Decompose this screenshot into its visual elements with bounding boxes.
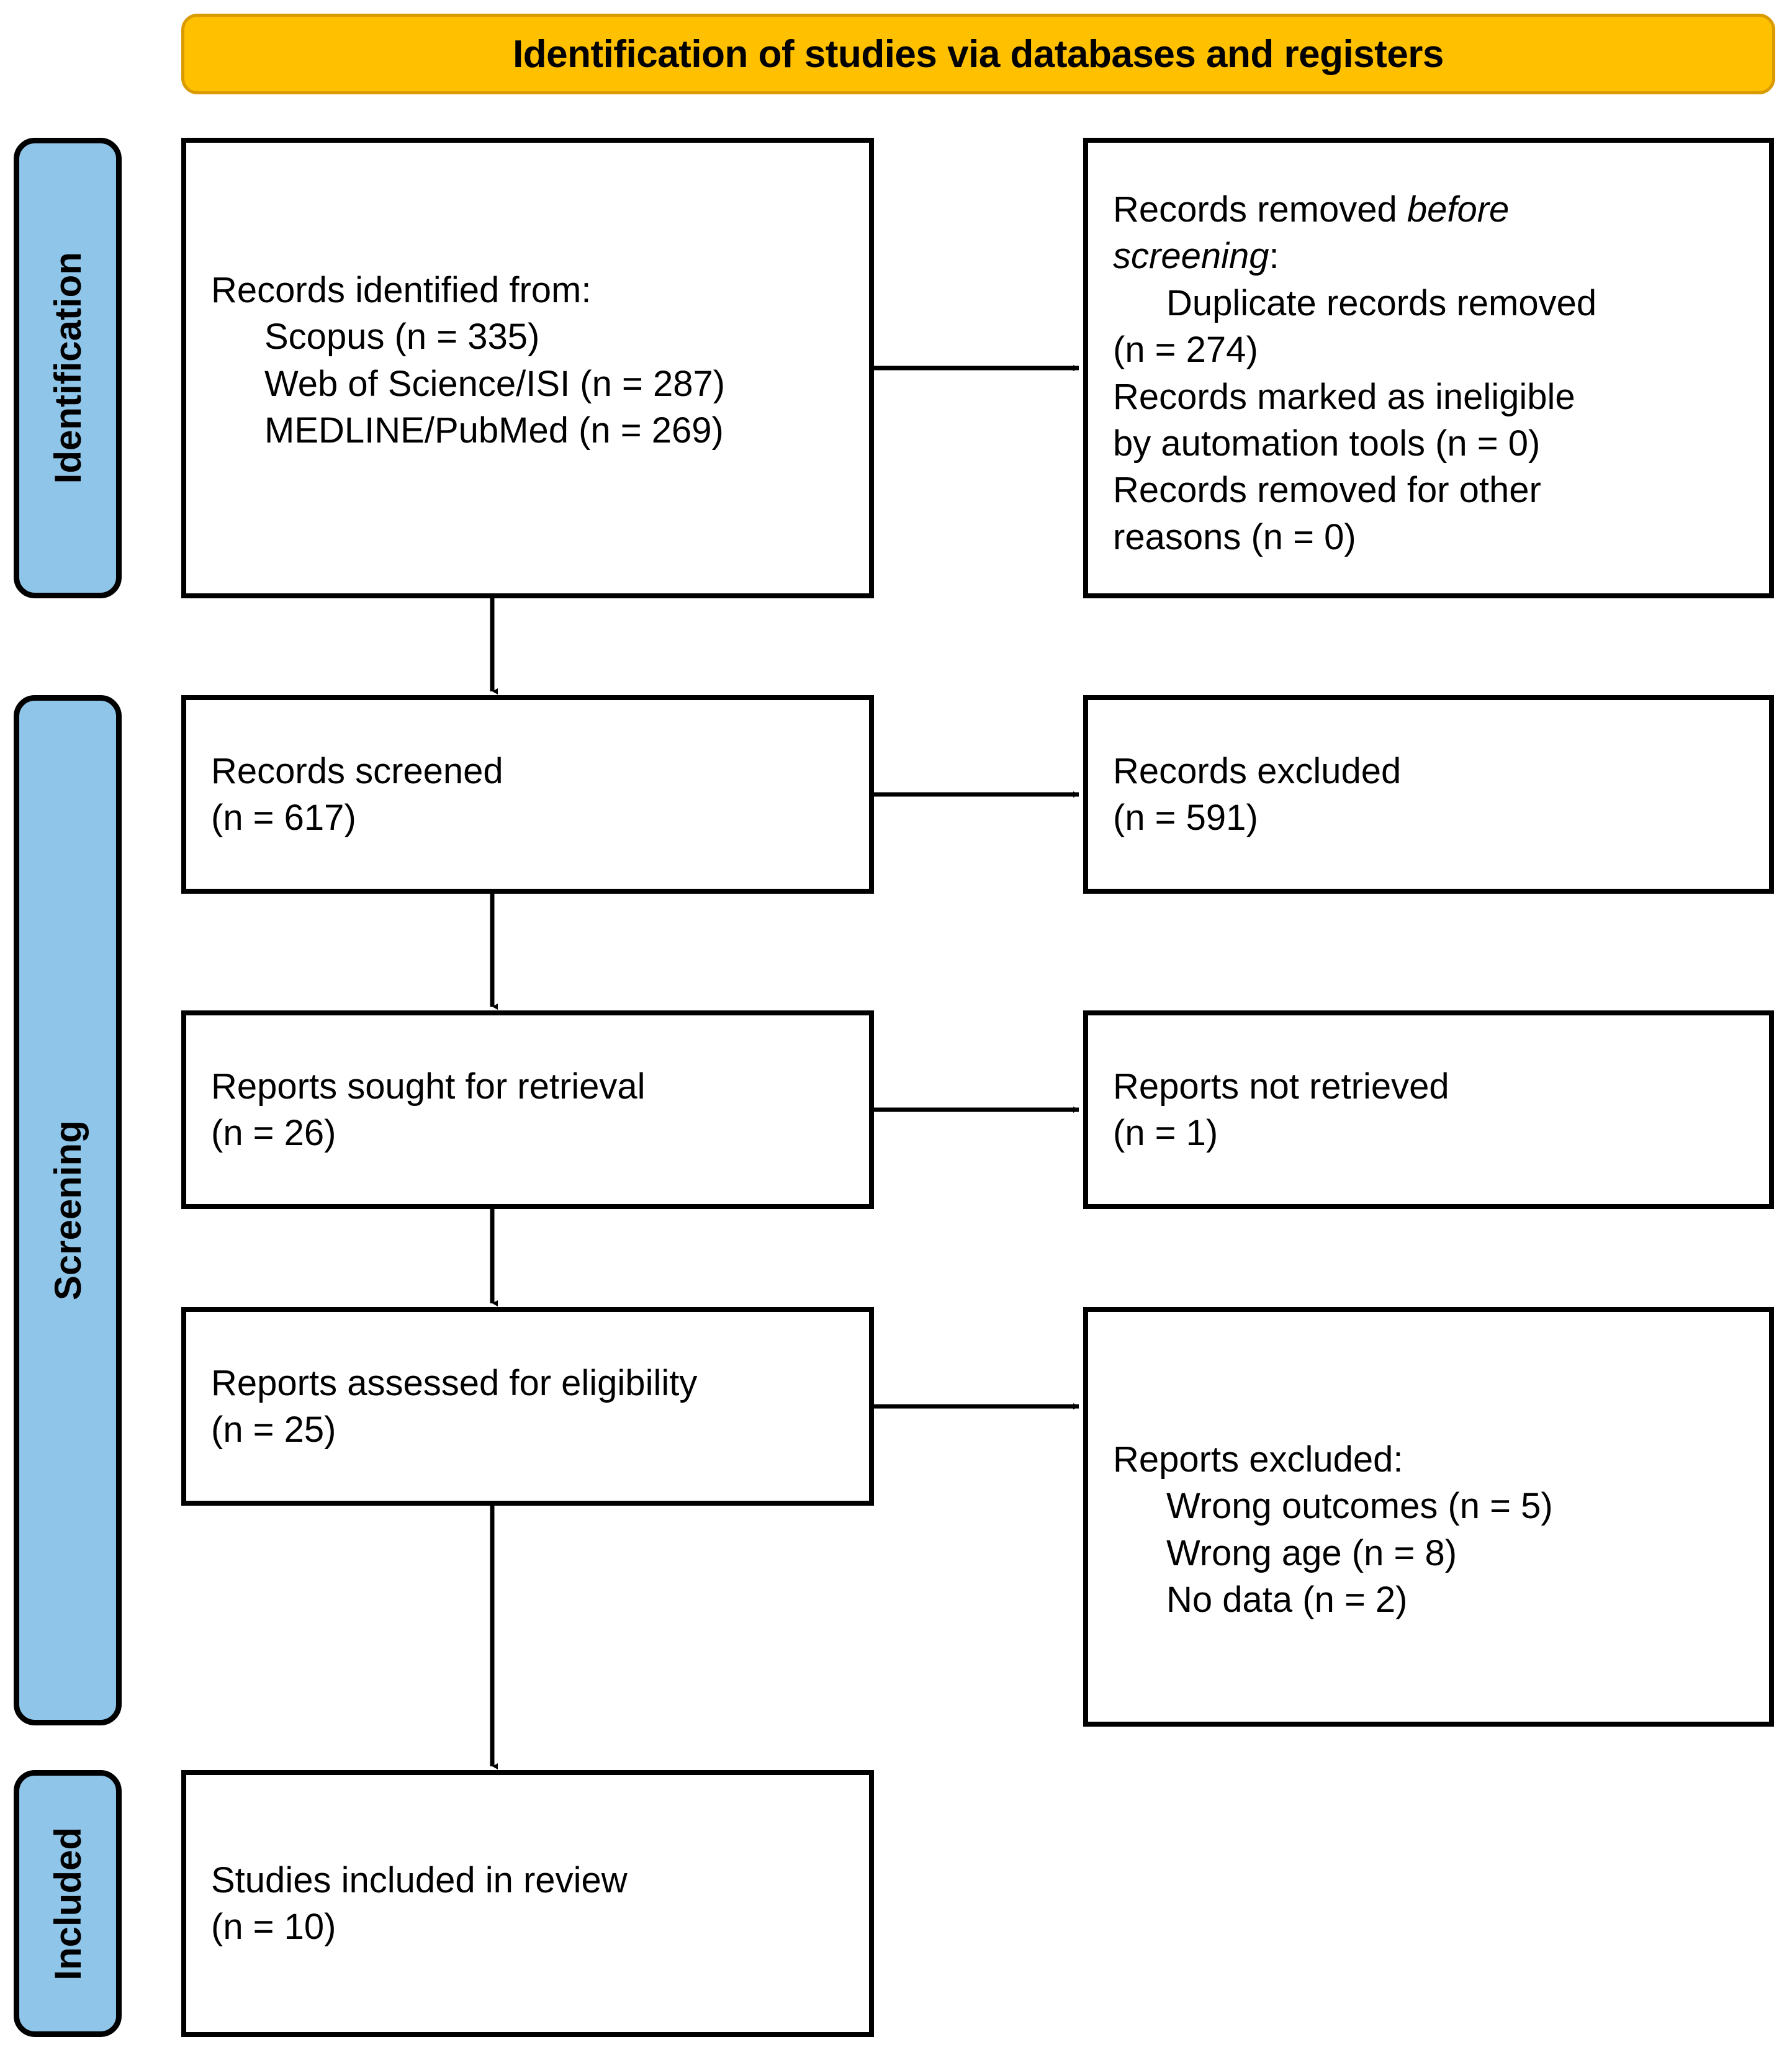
box-line: Wrong outcomes (n = 5) <box>1166 1486 1553 1527</box>
box-line-emphasis: before <box>1407 189 1510 230</box>
box-line: by automation tools (n = 0) <box>1113 423 1541 464</box>
box-line: Web of Science/ISI (n = 287) <box>264 363 726 404</box>
box-line: MEDLINE/PubMed (n = 269) <box>264 410 724 451</box>
box-line: (n = 26) <box>211 1113 336 1153</box>
box-line: Records screened <box>211 750 503 791</box>
box-line: (n = 1) <box>1113 1113 1218 1153</box>
box-line-text: : <box>1269 236 1279 277</box>
box-line: Records identified from: <box>211 270 592 310</box>
box-line: (n = 25) <box>211 1409 336 1450</box>
box-line: Records removed for other <box>1113 470 1541 511</box>
box-line: No data (n = 2) <box>1166 1580 1408 1621</box>
box-line: Reports assessed for eligibility <box>211 1362 698 1403</box>
box-studies-included-in-review: Studies included in review (n = 10) <box>181 1770 874 2037</box>
box-line: Reports not retrieved <box>1113 1066 1449 1107</box>
stage-label-screening-text: Screening <box>47 1120 89 1301</box>
box-line: Records excluded <box>1113 750 1402 791</box>
box-line: screening: <box>1113 233 1744 279</box>
box-records-identified: Records identified from: Scopus (n = 335… <box>181 138 874 598</box>
box-line: reasons (n = 0) <box>1113 516 1356 557</box>
box-records-removed-before-screening: Records removed before screening: Duplic… <box>1083 138 1774 598</box>
box-line-text: Records removed <box>1113 189 1407 230</box>
diagram-title: Identification of studies via databases … <box>513 32 1444 76</box>
box-line: Studies included in review <box>211 1859 628 1900</box>
box-reports-not-retrieved: Reports not retrieved (n = 1) <box>1083 1010 1774 1209</box>
stage-label-included: Included <box>14 1770 122 2037</box>
box-line: (n = 591) <box>1113 798 1258 838</box>
box-line: (n = 274) <box>1113 330 1258 371</box>
stage-label-identification: Identification <box>14 138 122 598</box>
box-line: Wrong age (n = 8) <box>1166 1532 1457 1573</box>
box-line: Reports sought for retrieval <box>211 1066 646 1107</box>
stage-label-included-text: Included <box>47 1827 89 1980</box>
box-line: Records marked as ineligible <box>1113 376 1575 417</box>
box-line: Duplicate records removed <box>1166 282 1597 323</box>
box-line: (n = 617) <box>211 798 356 838</box>
diagram-header-banner: Identification of studies via databases … <box>181 14 1775 94</box>
box-reports-assessed-for-eligibility: Reports assessed for eligibility (n = 25… <box>181 1307 874 1506</box>
box-line: Records removed before <box>1113 186 1744 233</box>
box-reports-excluded: Reports excluded: Wrong outcomes (n = 5)… <box>1083 1307 1774 1727</box>
stage-label-identification-text: Identification <box>47 252 89 484</box>
box-records-excluded: Records excluded (n = 591) <box>1083 695 1774 894</box>
box-line: (n = 10) <box>211 1907 336 1947</box>
box-reports-sought-for-retrieval: Reports sought for retrieval (n = 26) <box>181 1010 874 1209</box>
box-line-emphasis: screening <box>1113 236 1269 277</box>
box-records-screened: Records screened (n = 617) <box>181 695 874 894</box>
stage-label-screening: Screening <box>14 695 122 1725</box>
box-line: Reports excluded: <box>1113 1439 1403 1480</box>
box-line: Scopus (n = 335) <box>264 317 540 357</box>
